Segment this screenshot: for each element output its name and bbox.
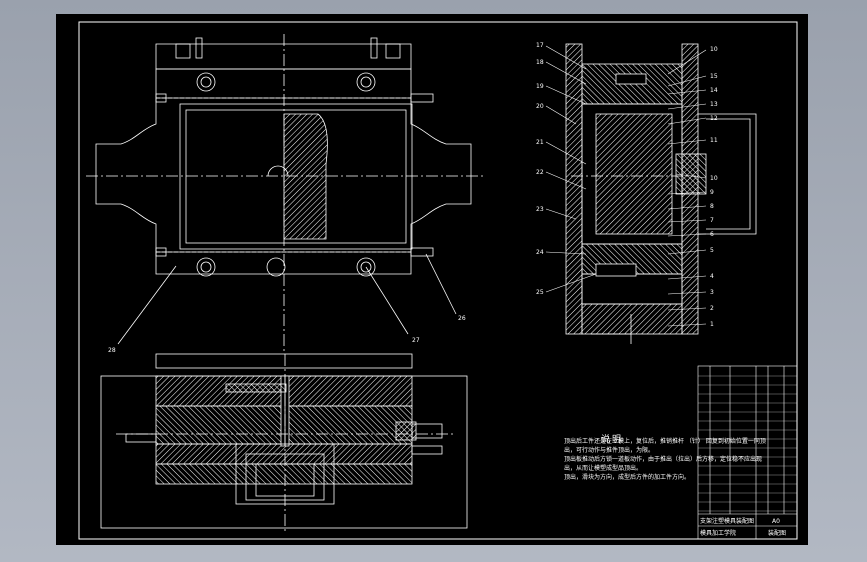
callout-r14: 3: [710, 289, 714, 296]
callout-r4: 13: [710, 101, 718, 108]
callout-27: 27: [412, 337, 420, 344]
callout-r2: 15: [710, 73, 718, 80]
callout-labels: 17 18 19 20 21 22 23 24 25 10 15 14 13 1…: [108, 42, 718, 354]
callout-r11: 6: [710, 231, 714, 238]
callout-26: 26: [458, 315, 466, 322]
notes-line: 顶出后工件还是在上模上，复位后，推销推杆 （针） 回复到初始位置一同顶: [564, 438, 766, 445]
callout-r7: 10: [710, 175, 718, 182]
callout-17: 17: [536, 42, 544, 49]
side-leaders: [545, 45, 707, 327]
title-block-school: 模具加工学院: [700, 529, 736, 537]
notes-line: 顶出，滑块为方向，成型后方件的加工件方向。: [564, 474, 691, 481]
callout-r6: 11: [710, 137, 718, 144]
callout-r10: 7: [710, 217, 714, 224]
callout-r16: 1: [710, 321, 714, 328]
callout-24: 24: [536, 249, 544, 256]
side-section: [565, 43, 757, 344]
callout-20: 20: [536, 103, 544, 110]
drawing-sheet: 17 18 19 20 21 22 23 24 25 10 15 14 13 1…: [56, 14, 808, 545]
callout-25: 25: [536, 289, 544, 296]
callout-19: 19: [536, 83, 544, 90]
callout-28: 28: [108, 347, 116, 354]
callout-r12: 5: [710, 247, 714, 254]
notes-line: 出，可行动作与推件顶出，为限。: [564, 447, 655, 454]
callout-r1: 10: [710, 46, 718, 53]
callout-r13: 4: [710, 273, 714, 280]
notes-block: 顶出后工件还是在上模上，复位后，推销推杆 （针） 回复到初始位置一同顶 出，可行…: [564, 437, 766, 482]
sheet-border: [78, 21, 798, 540]
title-block-title: 支架注塑模具装配图: [700, 517, 754, 525]
callout-r15: 2: [710, 305, 714, 312]
callout-r8: 9: [710, 189, 714, 196]
title-block-sheet: A0: [772, 518, 780, 525]
callout-r9: 8: [710, 203, 714, 210]
notes-title: 说明: [601, 435, 624, 445]
callout-r5: 12: [710, 115, 718, 122]
notes-line: 顶出板推动后方锁一道板动作，由于推出（拉出）后方移，定位稳不应出现: [564, 456, 763, 463]
title-block: [697, 365, 798, 540]
title-block-rows: [698, 375, 797, 512]
title-block-footer: 装配图: [768, 529, 786, 537]
callout-r3: 14: [710, 87, 718, 94]
cad-drawing: 17 18 19 20 21 22 23 24 25 10 15 14 13 1…: [78, 21, 798, 540]
top-view: [86, 34, 486, 354]
callout-18: 18: [536, 59, 544, 66]
callout-22: 22: [536, 169, 544, 176]
notes-line: 出，从而让模塑成型品顶出。: [564, 465, 643, 472]
callout-23: 23: [536, 206, 544, 213]
front-section: [100, 353, 468, 534]
callout-21: 21: [536, 139, 544, 146]
